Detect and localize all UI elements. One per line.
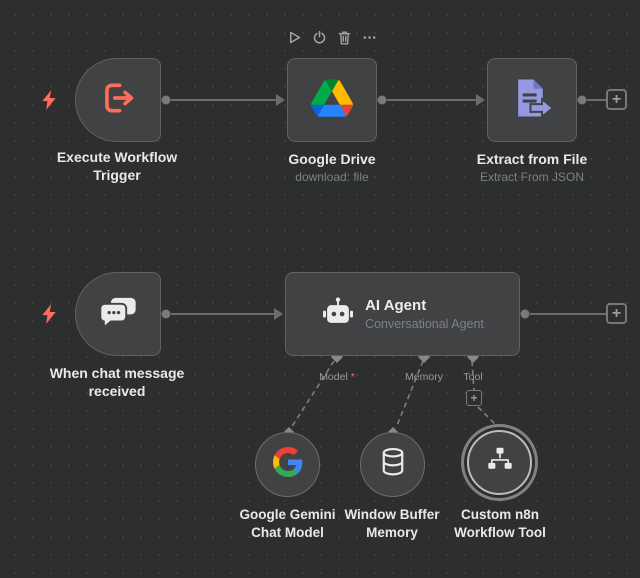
port-label-tool: Tool — [463, 371, 483, 383]
play-icon[interactable] — [286, 29, 303, 46]
node-label-execute-workflow-trigger: Execute Workflow Trigger — [56, 149, 178, 184]
node-label-custom-n8n-workflow-tool: Custom n8n Workflow Tool — [454, 507, 546, 541]
node-label-google-drive: Google Drive download: file — [252, 150, 412, 186]
node-subtitle: Extract From JSON — [479, 170, 584, 185]
execute-workflow-icon — [99, 79, 137, 122]
node-label-extract-from-file: Extract from File Extract From JSON — [447, 150, 617, 186]
port-label-memory: Memory — [405, 371, 443, 383]
node-label-window-buffer-memory: Window Buffer Memory — [344, 507, 440, 541]
robot-icon — [321, 297, 355, 332]
trigger-lightning-icon — [41, 304, 57, 324]
node-google-gemini-chat-model[interactable] — [255, 432, 320, 497]
node-toolbar — [286, 27, 378, 47]
google-g-icon — [272, 447, 303, 482]
node-title: Extract from File — [476, 151, 588, 167]
node-title: Google Drive — [288, 151, 376, 167]
database-icon — [379, 447, 407, 482]
ai-agent-subtitle: Conversational Agent — [365, 317, 484, 331]
trash-icon[interactable] — [336, 29, 353, 46]
node-label-google-gemini-chat-model: Google Gemini Chat Model — [239, 507, 336, 541]
node-custom-n8n-workflow-tool[interactable] — [467, 430, 532, 495]
chat-bubbles-icon — [98, 295, 138, 334]
add-node-button[interactable]: + — [606, 303, 627, 324]
add-node-button[interactable]: + — [606, 89, 627, 110]
power-icon[interactable] — [311, 29, 328, 46]
node-google-drive[interactable] — [287, 58, 377, 142]
add-tool-button[interactable]: + — [466, 390, 482, 406]
extract-from-file-icon — [510, 78, 555, 123]
port-label-model: Model * — [319, 371, 355, 383]
ellipsis-icon[interactable] — [361, 29, 378, 46]
ai-agent-title: AI Agent — [365, 297, 427, 314]
node-subtitle: download: file — [295, 170, 369, 185]
node-extract-from-file[interactable] — [487, 58, 577, 142]
required-mark: * — [350, 371, 355, 383]
node-when-chat-message-received[interactable] — [75, 272, 161, 356]
sitemap-icon — [486, 447, 514, 478]
node-label-when-chat-message-received: When chat message received — [49, 365, 185, 400]
google-drive-icon — [311, 78, 353, 122]
node-window-buffer-memory[interactable] — [360, 432, 425, 497]
node-ai-agent[interactable]: AI Agent Conversational Agent — [285, 272, 520, 356]
trigger-lightning-icon — [41, 90, 57, 110]
node-execute-workflow-trigger[interactable] — [75, 58, 161, 142]
